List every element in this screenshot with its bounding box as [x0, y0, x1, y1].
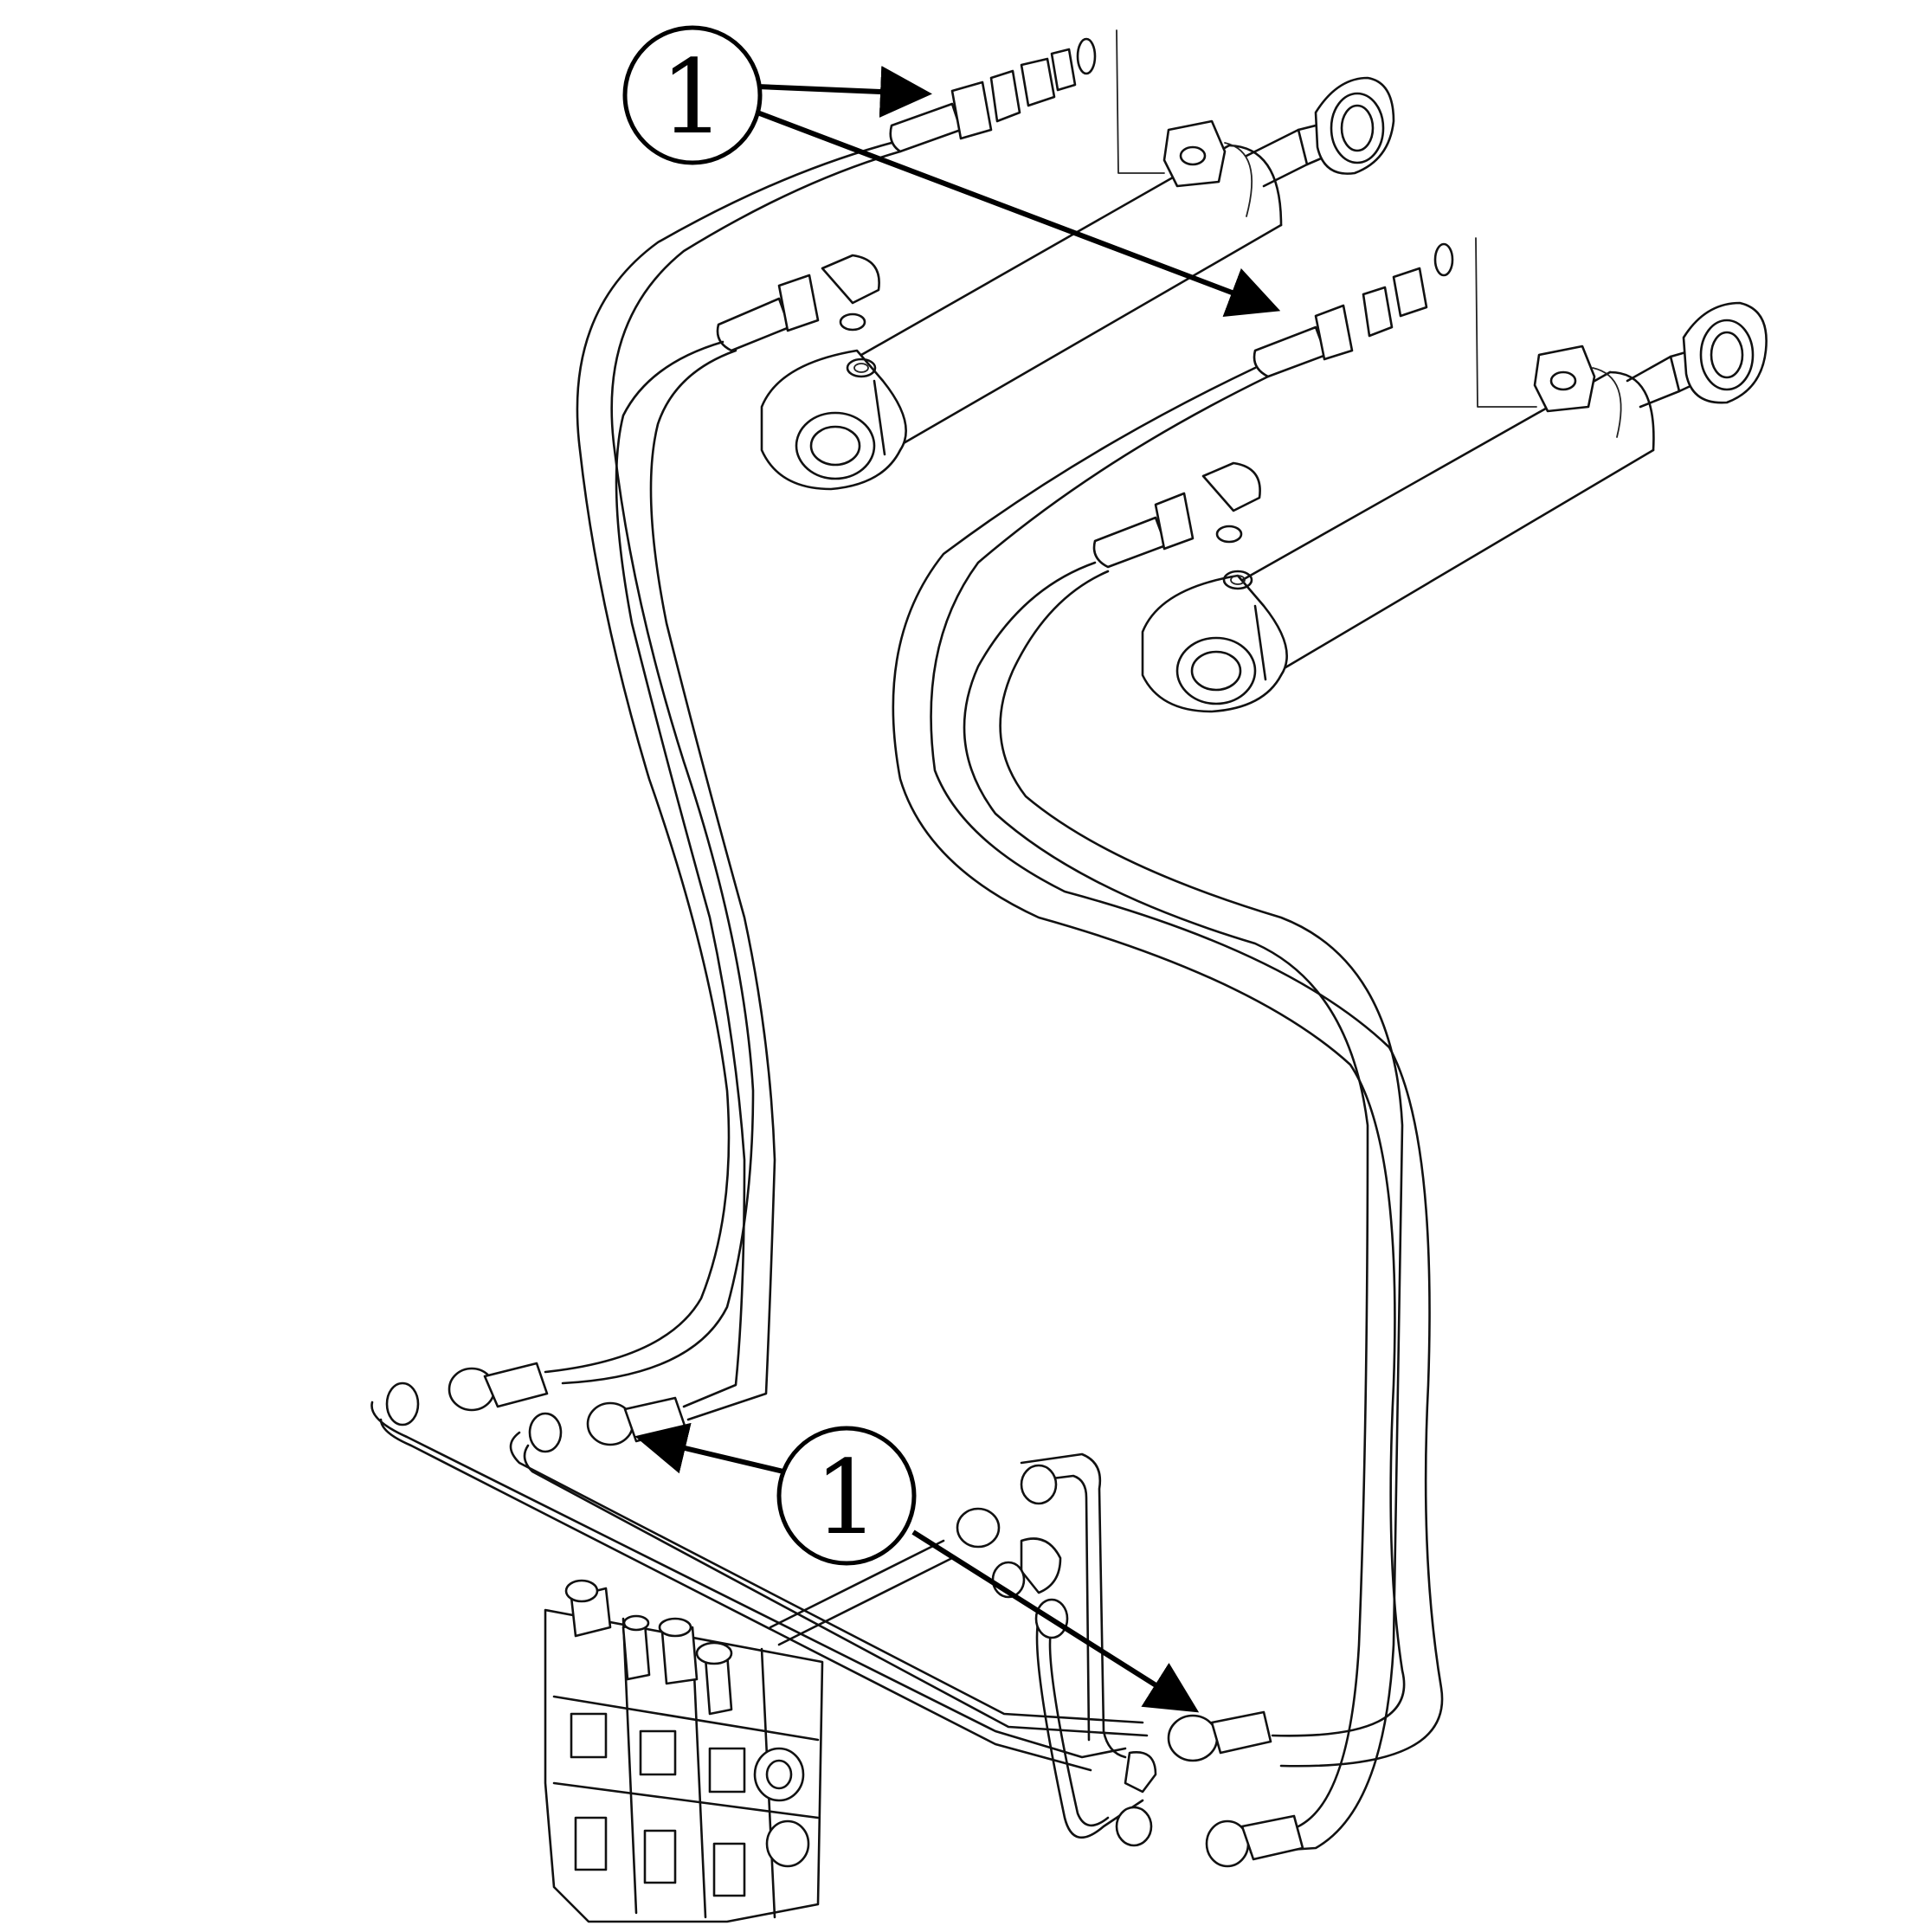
callout-top: 1	[622, 25, 1281, 318]
callout-bottom-arrow-1	[634, 1422, 784, 1474]
callout-top-arrow-2	[756, 110, 1281, 318]
callout-top-circle	[622, 25, 763, 165]
fittings-lower-left	[385, 1362, 687, 1453]
callout-top-label: 1	[660, 37, 724, 157]
fitting-set-upper-rod	[889, 37, 1097, 153]
hose-right-outer	[892, 366, 1444, 1768]
hose-left-inner	[615, 340, 776, 1421]
fitting-set-lower-rod	[1253, 242, 1454, 378]
fitting-set-lower-base	[1092, 461, 1261, 569]
callout-bottom-circle	[776, 1426, 917, 1566]
callout-bottom: 1	[634, 1422, 1200, 1713]
fittings-lower-right	[956, 1464, 1304, 1868]
callout-top-arrow-1	[757, 66, 932, 118]
hose-right-inner	[963, 561, 1404, 1854]
hydraulic-cylinder-upper	[760, 29, 1395, 491]
callout-bottom-label: 1	[814, 1438, 879, 1557]
control-valve-block	[544, 1579, 824, 1923]
hose-left-outer	[544, 141, 902, 1385]
fitting-set-upper-base	[716, 254, 880, 352]
steel-tubes	[370, 1401, 1149, 1839]
hydraulic-cylinder-lower	[1141, 237, 1768, 713]
callout-bottom-arrow-2	[911, 1530, 1200, 1713]
